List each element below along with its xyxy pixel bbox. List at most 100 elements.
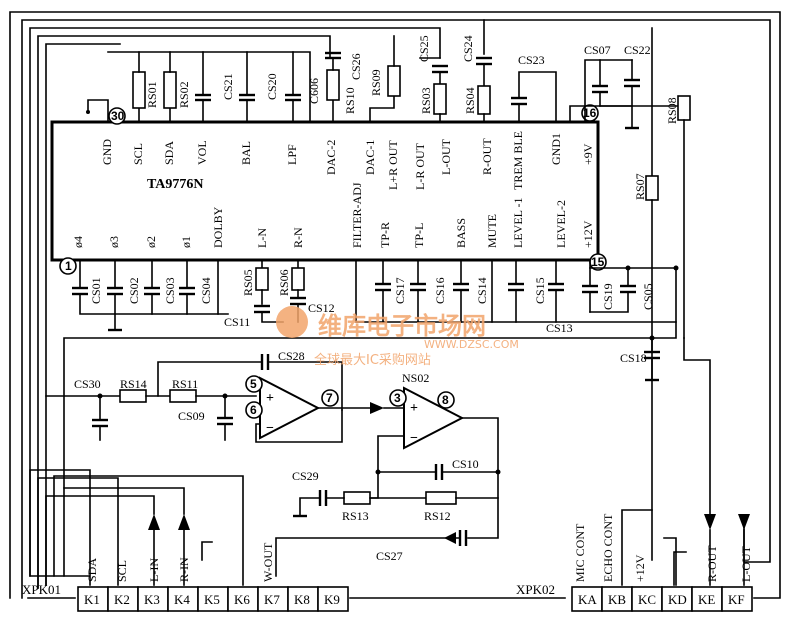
- pin-30-marker: 30: [111, 109, 125, 123]
- label-cs22: CS22: [624, 43, 651, 57]
- signal-w-out: W-OUT: [261, 542, 275, 582]
- pin-kf: KF: [728, 592, 745, 607]
- label-cs07: CS07: [584, 43, 611, 57]
- pin-k4: K4: [174, 592, 190, 607]
- pin-label: BAL: [239, 141, 253, 165]
- pin-label: TREM BLE: [511, 131, 525, 190]
- pin-ka: KA: [578, 592, 597, 607]
- label-cs28: CS28: [278, 349, 305, 363]
- label-cs19: CS19: [601, 283, 615, 310]
- pin-label: GND: [100, 139, 114, 165]
- label-cs27: CS27: [376, 549, 403, 563]
- pin-label: BASS: [454, 218, 468, 248]
- pin-1-marker: 1: [65, 259, 72, 273]
- signal-l-in: L-IN: [147, 558, 161, 582]
- label-rs06: RS06: [277, 269, 291, 296]
- opamp-pin-3: 3: [394, 391, 401, 405]
- pin-label: R-OUT: [480, 138, 494, 175]
- label-cs29: CS29: [292, 469, 319, 483]
- pin-label: GND1: [549, 133, 563, 165]
- signal-plus-12v: +12V: [633, 554, 647, 582]
- opamp-pin-8: 8: [442, 393, 449, 407]
- pin-label: LEVEL -1: [511, 197, 525, 248]
- label-cs09: CS09: [178, 409, 205, 423]
- label-cs20: CS20: [265, 73, 279, 100]
- label-cs21: CS21: [221, 73, 235, 100]
- label-c606: C606: [307, 78, 321, 104]
- xpk01-label: XPK01: [22, 582, 61, 597]
- pin-label: L-R OUT: [413, 142, 427, 190]
- label-rs08: RS08: [665, 97, 679, 124]
- signal-mic-cont: MIC CONT: [573, 523, 587, 582]
- pin-label: R-N: [291, 227, 305, 248]
- label-cs14: CS14: [475, 277, 489, 304]
- label-rs01: RS01: [145, 81, 159, 108]
- pin-label: ø2: [144, 236, 158, 248]
- pin-label: DOLBY: [211, 206, 225, 248]
- pin-label: L+R OUT: [386, 140, 400, 190]
- label-cs12: CS12: [308, 301, 335, 315]
- ic-bottom-pin-labels: ø4 ø3 ø2 ø1 DOLBY L-N R-N FILTER-ADJ TP-…: [71, 182, 595, 248]
- label-rs02: RS02: [177, 81, 191, 108]
- opamp-pin-5: 5: [250, 377, 257, 391]
- pin-k8: K8: [294, 592, 310, 607]
- label-cs17: CS17: [393, 277, 407, 304]
- signal-echo-cont: ECHO CONT: [601, 513, 615, 582]
- label-cs15: CS15: [533, 277, 547, 304]
- label-cs05: CS05: [641, 283, 655, 310]
- watermark-brand: 维库电子市场网: [318, 312, 486, 340]
- xpk02-label: XPK02: [516, 582, 555, 597]
- pin-k3: K3: [144, 592, 160, 607]
- pin-label: TP-L: [412, 223, 426, 248]
- pin-kd: KD: [668, 592, 687, 607]
- ic-pin-markers: 30 1 16 15: [59, 104, 607, 275]
- pin-kb: KB: [608, 592, 626, 607]
- pin-15-marker: 15: [591, 255, 605, 269]
- label-cs02: CS02: [127, 277, 141, 304]
- watermark-logo-icon: [276, 306, 308, 338]
- label-cs04: CS04: [199, 277, 213, 304]
- pin-label: DAC-1: [363, 140, 377, 175]
- ic-part-number: TA9776N: [147, 177, 204, 192]
- watermark: 维库电子市场网 WWW.DZSC.COM 全球最大IC采购网站: [276, 306, 519, 368]
- label-rs11: RS11: [172, 377, 198, 391]
- pin-label: ø3: [107, 236, 121, 248]
- pin-label: ø1: [179, 236, 193, 248]
- pin-label: SDA: [162, 141, 176, 165]
- pin-label: SCL: [131, 143, 145, 165]
- label-cs26: CS26: [349, 53, 363, 80]
- pin-label: LPF: [285, 144, 299, 165]
- label-rs07: RS07: [633, 173, 647, 200]
- ic-ta9776n-body: [50, 120, 600, 262]
- connector-wires: [29, 337, 750, 589]
- svg-text:+: +: [410, 401, 418, 416]
- signal-r-in: R-IN: [177, 557, 191, 582]
- label-cs23: CS23: [518, 53, 545, 67]
- pin-label: L-N: [255, 228, 269, 248]
- pin-k2: K2: [114, 592, 130, 607]
- label-ns02: NS02: [402, 371, 429, 385]
- xpk02-connector: KA KB KC KD KE KF XPK02 MIC CONT ECHO CO…: [516, 513, 753, 612]
- label-rs05: RS05: [241, 269, 255, 296]
- pin-k6: K6: [234, 592, 250, 607]
- opamp-pin-6: 6: [250, 403, 257, 417]
- pin-label: +12V: [581, 220, 595, 248]
- pin-label: MUTE: [485, 214, 499, 248]
- label-cs03: CS03: [163, 277, 177, 304]
- bottom-caps: [63, 259, 679, 577]
- pin-label: DAC-2: [324, 140, 338, 175]
- label-cs10: CS10: [452, 457, 479, 471]
- label-rs14: RS14: [120, 377, 147, 391]
- label-cs01: CS01: [89, 277, 103, 304]
- label-rs03: RS03: [419, 87, 433, 114]
- signal-r-out: R-OUT: [705, 545, 719, 582]
- label-rs09: RS09: [369, 69, 383, 96]
- label-cs30: CS30: [74, 377, 101, 391]
- pin-label: TP-R: [378, 222, 392, 248]
- signal-sda: SDA: [85, 558, 99, 582]
- label-cs13: CS13: [546, 321, 573, 335]
- component-labels: RS01 RS02 CS21 CS20 C606 CS26 RS10 RS09 …: [74, 35, 679, 563]
- pin-label: FILTER-ADJ: [350, 182, 364, 248]
